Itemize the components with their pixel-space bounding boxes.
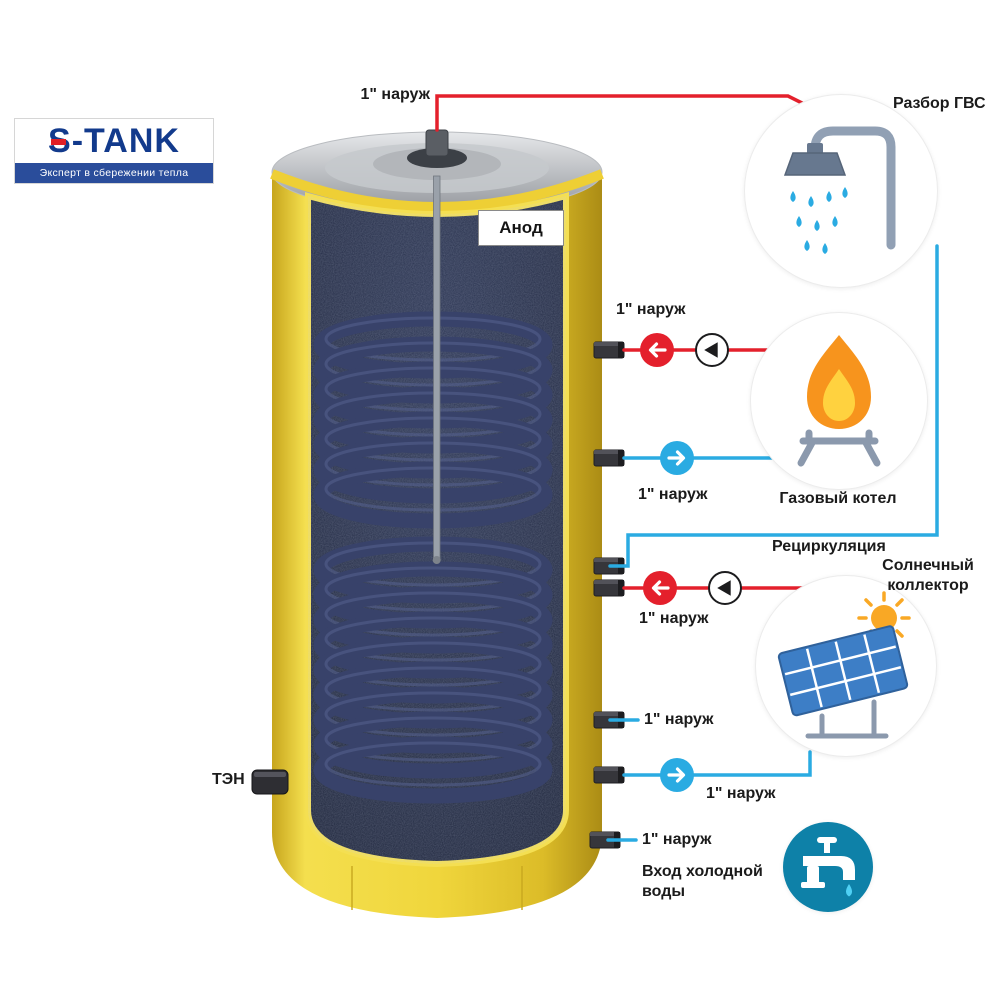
port-label-boiler-return: 1" наруж — [638, 486, 708, 503]
upper-coil — [313, 311, 553, 529]
port-label-boiler-supply: 1" наруж — [616, 301, 686, 318]
arrow-right-icon — [667, 767, 686, 783]
brand-accent-mark — [51, 139, 66, 145]
heater-label: ТЭН — [212, 771, 245, 788]
solar-collector-circle — [755, 575, 937, 757]
dhw-circle — [744, 94, 938, 288]
heater-nozzle — [251, 769, 289, 795]
callout-cold-water: Вход холодной воды — [642, 863, 763, 900]
pump-icon — [717, 580, 731, 596]
boiler-pump — [695, 333, 729, 367]
port-label-solar-supply: 1" наруж — [639, 610, 709, 627]
port-label-middle: 1" наруж — [644, 711, 714, 728]
faucet-icon — [801, 837, 855, 897]
shower-icon — [783, 126, 896, 254]
port-label-top: 1" наруж — [360, 86, 431, 103]
anode-rod — [432, 175, 441, 564]
callout-recirculation: Рециркуляция — [772, 538, 886, 555]
gas-flame-icon — [797, 335, 881, 467]
arrow-left-icon — [648, 342, 667, 358]
cold-water-circle — [783, 822, 873, 912]
port-label-cold: 1" наруж — [642, 831, 712, 848]
anode-label: Анод — [478, 210, 564, 246]
port-label-solar-return: 1" наруж — [706, 785, 776, 802]
boiler-return-flow-badge — [660, 441, 694, 475]
callout-solar-collector: Солнечный коллектор — [882, 557, 974, 594]
brand-subtitle: Эксперт в сбережении тепла — [15, 163, 213, 183]
lower-coil — [313, 536, 553, 804]
solar-panel-icon — [777, 591, 911, 739]
gas-boiler-circle — [750, 312, 928, 490]
solar-pump — [708, 571, 742, 605]
arrow-right-icon — [667, 450, 686, 466]
solar-supply-flow-badge — [643, 571, 677, 605]
boiler-supply-flow-badge — [640, 333, 674, 367]
brand-title: S-TANK — [48, 121, 180, 160]
callout-gas-boiler: Газовый котел — [779, 490, 897, 507]
brand-logo: S-TANK Эксперт в сбережении тепла — [14, 118, 214, 184]
solar-return-flow-badge — [660, 758, 694, 792]
pump-icon — [704, 342, 718, 358]
arrow-left-icon — [651, 580, 670, 596]
callout-dhw: Разбор ГВС — [893, 95, 986, 112]
